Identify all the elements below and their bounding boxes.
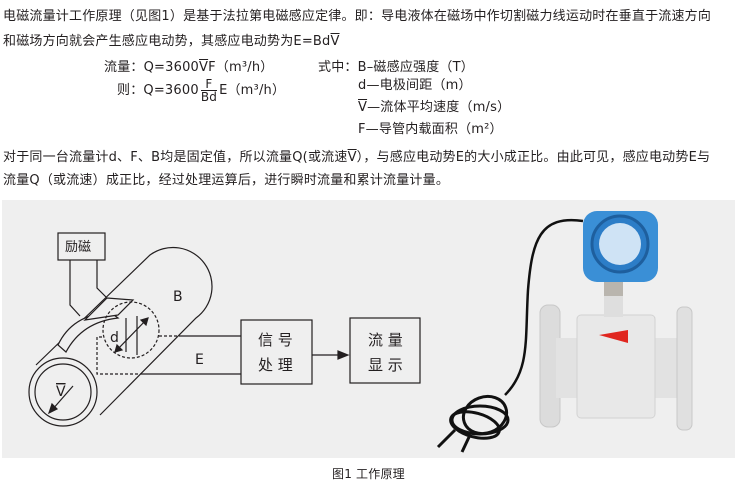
pipe-end-inner (34, 363, 92, 421)
v-bar: V (358, 100, 368, 115)
flow-arrowhead (337, 350, 350, 360)
flow-formula: 流量：Q=3600VF（m³/h） (104, 60, 273, 76)
figure-caption: 图1 工作原理 (332, 467, 405, 481)
denominator: Bd (200, 90, 218, 104)
flowmeter-photo (436, 211, 693, 453)
v-bar: V (199, 60, 209, 75)
text: 对于同一台流量计d、F、B均是固定值，所以流量Q(或流速 (3, 150, 348, 165)
excitation-label: 励磁 (65, 240, 91, 255)
red-flow-arrow (599, 330, 628, 343)
signal-lines (140, 335, 241, 375)
v-label: V (56, 384, 66, 400)
text: —流体平均速度（m/s） (367, 100, 511, 115)
excitation-wires (69, 260, 108, 317)
numerator: F (200, 78, 218, 91)
cable-coil (436, 394, 510, 453)
v-bar: V (347, 150, 357, 165)
legend-v: V—流体平均速度（m/s） (358, 100, 510, 116)
display-label-1: 流 量 (368, 331, 403, 349)
paragraph-2-line-1: 对于同一台流量计d、F、B均是固定值，所以流量Q(或流速V），与感应电动势E的大… (3, 150, 710, 166)
d-arrow (114, 317, 149, 353)
text: ），与感应电动势E的大小成正比。由此可见，感应电动势E与 (356, 150, 711, 165)
neck-nut (604, 282, 623, 296)
e-label: E (195, 352, 204, 368)
working-principle-diagram (28, 232, 421, 427)
d-arrowheads (114, 317, 149, 353)
v-arrow (51, 385, 74, 411)
paragraph-1-line-2: 和磁场方向就会产生感应电动势，其感应电动势为E=BdV (3, 34, 340, 50)
d-label: d (110, 330, 119, 346)
right-flange (676, 306, 693, 431)
signal-processing-box (240, 319, 313, 385)
figure-panel: 励磁 B d E V 信 号 处 理 流 量 显 示 (2, 200, 735, 458)
v-arrowhead (47, 402, 59, 415)
electrode-circle (102, 301, 160, 359)
text: F（m³/h） (208, 60, 274, 75)
legend-f: F—导管内载面积（m²） (358, 122, 503, 137)
text: 和磁场方向就会产生感应电动势，其感应电动势为E=Bd (3, 34, 331, 49)
signal-label-1: 信 号 (258, 331, 293, 349)
flow-display-box (349, 317, 421, 384)
display-glass (599, 223, 641, 265)
dashed-leads (96, 335, 180, 375)
b-label: B (173, 289, 183, 305)
signal-label-2: 处 理 (258, 356, 293, 374)
paragraph-1-line-1: 电磁流量计工作原理（见图1）是基于法拉第电磁感应定律。即：导电液体在磁场中作切割… (3, 9, 712, 24)
cable (504, 218, 584, 396)
text: 流量：Q=3600 (104, 60, 200, 75)
paragraph-2-line-2: 流量Q（或流速）成正比，经过处理运算后，进行瞬时流量和累计流量计量。 (3, 173, 450, 188)
excitation-box (57, 232, 106, 261)
v-bar: V (330, 34, 340, 49)
figure-1: 励磁 B d E V 信 号 处 理 流 量 显 示 (28, 211, 693, 453)
legend-d: d—电极间距（m） (358, 78, 472, 93)
text: E（m³/h） (219, 83, 286, 98)
text: 则：Q=3600 (117, 83, 199, 98)
legend-b: 式中：B–磁感应强度（T） (318, 60, 474, 75)
meter-body (576, 314, 656, 419)
display-label-2: 显 示 (368, 356, 403, 374)
